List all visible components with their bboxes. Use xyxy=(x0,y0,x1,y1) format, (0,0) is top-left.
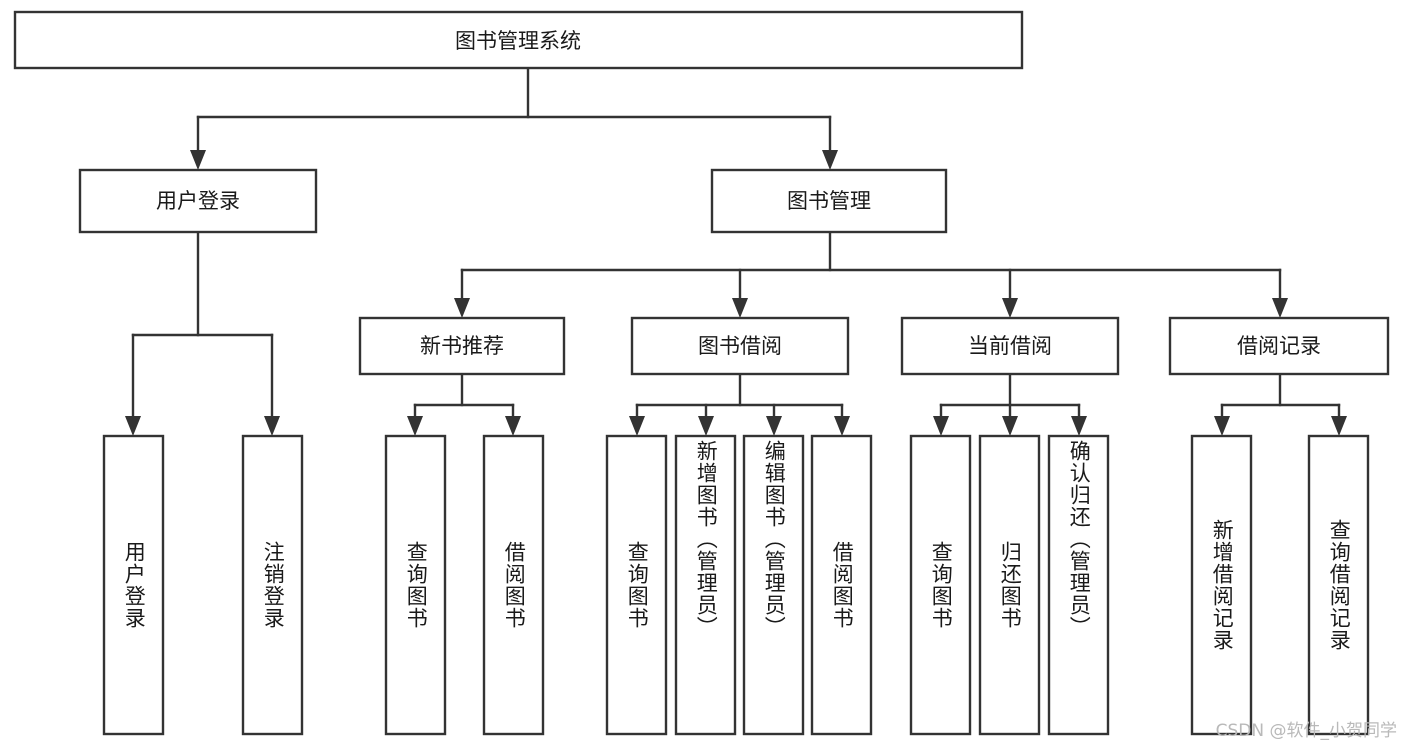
leaf-box-cb-confirm[interactable] xyxy=(1047,434,1110,736)
arrow-head-leaf-bb-add xyxy=(698,416,714,436)
node-user-login[interactable]: 用户登录 xyxy=(78,168,318,234)
node-new-book-recommend[interactable]: 新书推荐 xyxy=(358,316,566,376)
connector-layer xyxy=(125,66,1347,436)
arrow-head-leaf-cb-return xyxy=(1002,416,1018,436)
leaf-box-cb-return[interactable] xyxy=(978,434,1041,736)
arrow-head-leaf-br-add xyxy=(1214,416,1230,436)
watermark-csdn: CSDN @软件_小贺同学 xyxy=(1215,721,1397,741)
leaf-box-br-query[interactable] xyxy=(1307,434,1370,736)
arrow-head-book-mgmt xyxy=(822,150,838,170)
leaf-box-bb-add[interactable] xyxy=(674,434,737,736)
arrow-head-leaf-logout xyxy=(264,416,280,436)
node-root-label: 图书管理系统 xyxy=(455,29,581,53)
arrow-head-leaf-newbook-query xyxy=(407,416,423,436)
arrow-head-leaf-newbook-borrow xyxy=(505,416,521,436)
leaf-box-br-add[interactable] xyxy=(1190,434,1253,736)
arrow-head-current-borrow xyxy=(1002,298,1018,318)
arrow-head-leaf-user-login xyxy=(125,416,141,436)
node-current-borrow-label: 当前借阅 xyxy=(968,334,1052,358)
arrow-head-user-login xyxy=(190,150,206,170)
arrow-head-book-borrow xyxy=(732,298,748,318)
arrow-head-leaf-bb-borrow xyxy=(834,416,850,436)
leaf-box-newbook-borrow[interactable] xyxy=(482,434,545,736)
arrow-head-leaf-bb-edit xyxy=(766,416,782,436)
arrow-head-leaf-bb-query xyxy=(629,416,645,436)
node-book-management-label: 图书管理 xyxy=(787,189,871,213)
node-borrow-record-label: 借阅记录 xyxy=(1237,334,1321,358)
leaf-box-bb-edit[interactable] xyxy=(742,434,805,736)
arrow-head-leaf-br-query xyxy=(1331,416,1347,436)
node-book-borrow[interactable]: 图书借阅 xyxy=(630,316,850,376)
node-new-book-recommend-label: 新书推荐 xyxy=(420,334,504,358)
arrow-head-borrow-record xyxy=(1272,298,1288,318)
node-layer: 图书管理系统 用户登录 图书管理 新书推荐 图书借阅 当前 xyxy=(13,10,1390,736)
arrow-head-new-book xyxy=(454,298,470,318)
leaf-box-bb-query[interactable] xyxy=(605,434,668,736)
arrow-head-leaf-cb-confirm xyxy=(1071,416,1087,436)
arrow-head-leaf-cb-query xyxy=(933,416,949,436)
node-user-login-label: 用户登录 xyxy=(156,189,240,213)
node-root[interactable]: 图书管理系统 xyxy=(13,10,1024,70)
leaf-box-cb-query[interactable] xyxy=(909,434,972,736)
leaf-box-logout[interactable] xyxy=(241,434,304,736)
leaf-box-bb-borrow[interactable] xyxy=(810,434,873,736)
node-borrow-record[interactable]: 借阅记录 xyxy=(1168,316,1390,376)
node-book-borrow-label: 图书借阅 xyxy=(698,334,782,358)
node-current-borrow[interactable]: 当前借阅 xyxy=(900,316,1120,376)
leaf-box-newbook-query[interactable] xyxy=(384,434,447,736)
leaf-box-user-login[interactable] xyxy=(102,434,165,736)
node-book-management[interactable]: 图书管理 xyxy=(710,168,948,234)
